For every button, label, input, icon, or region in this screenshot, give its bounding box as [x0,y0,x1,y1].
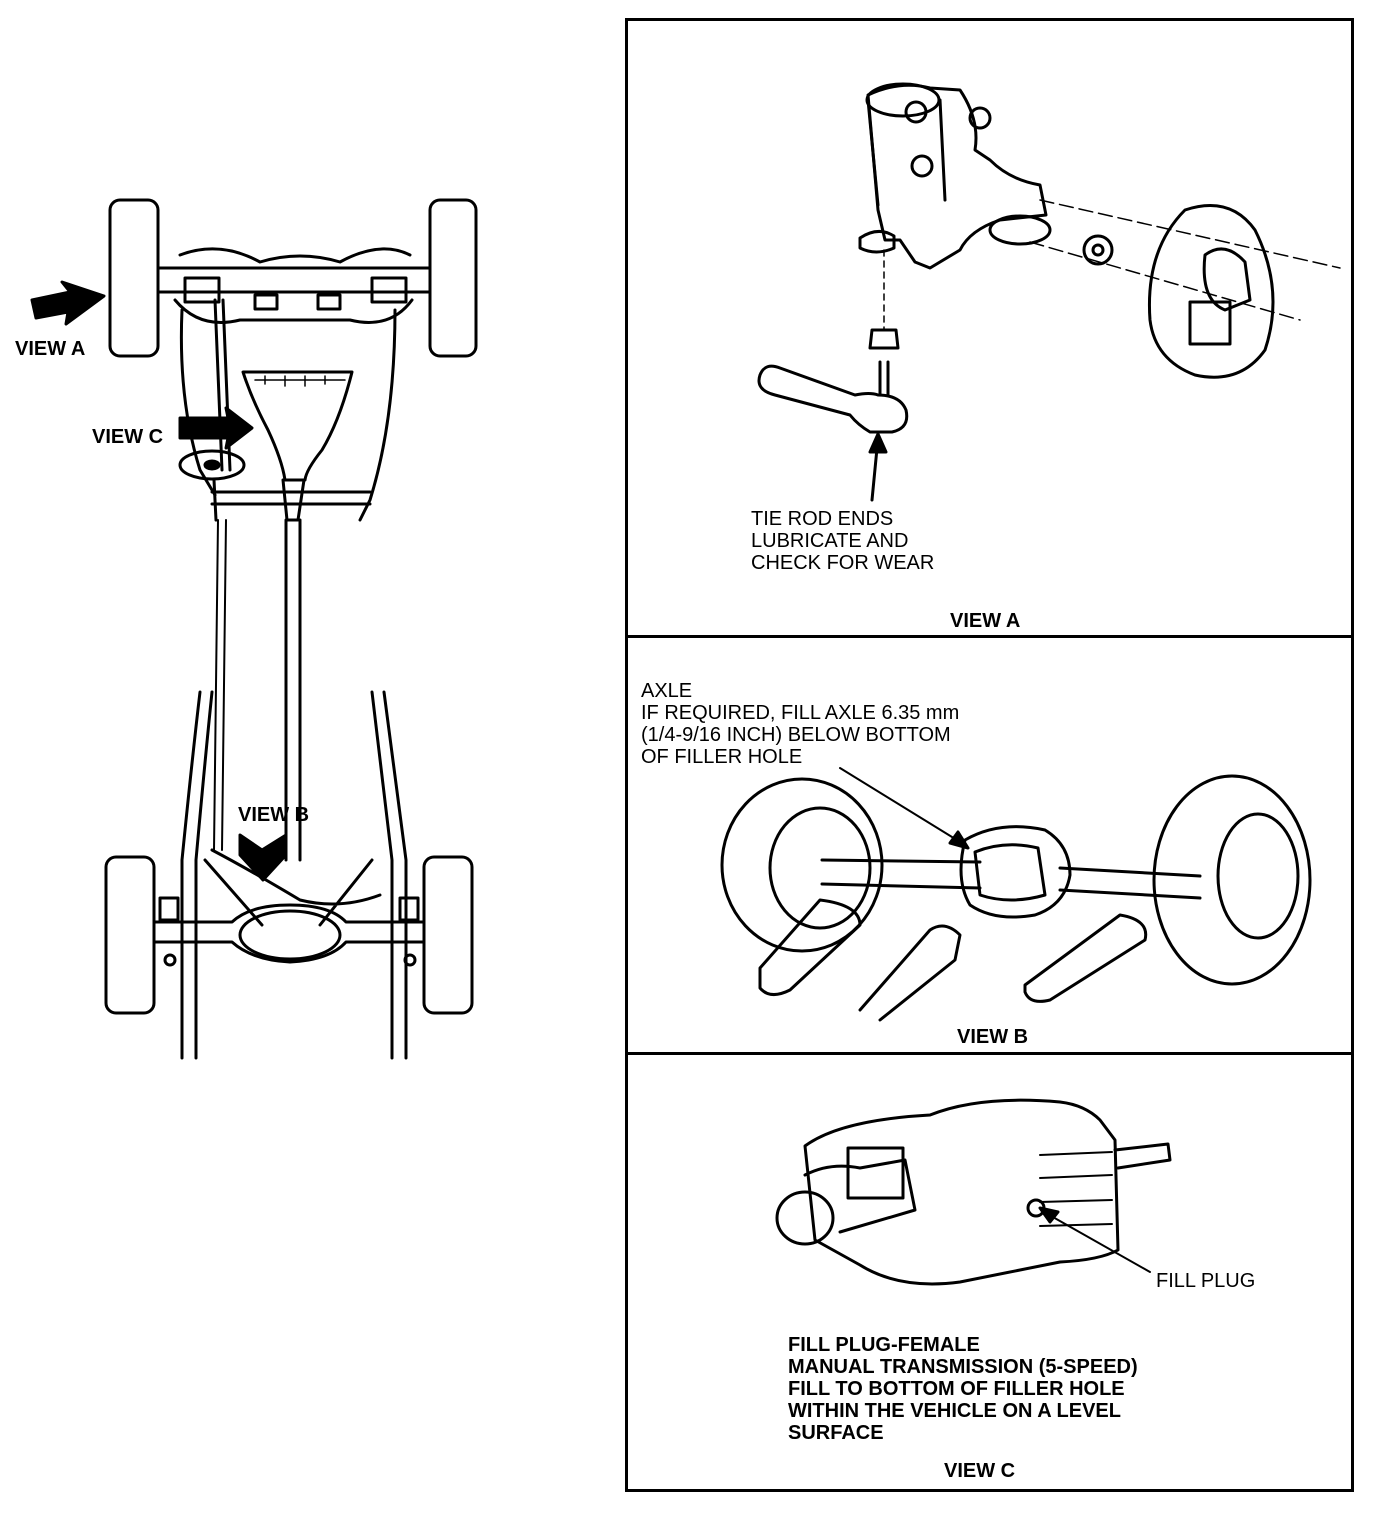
front-pad-left [253,293,279,311]
panel-b-illustration [720,767,1312,1022]
assembly-centerline [1029,199,1341,321]
axle-tube [820,858,1202,900]
panel-c-note-line: MANUAL TRANSMISSION (5-SPEED) [788,1356,1138,1378]
front-suspension [173,247,414,324]
panel-a-caption: VIEW A [950,610,1021,632]
leader-line-axle [839,767,966,846]
rear-bolt-left [163,953,177,967]
tie-rod-stud [878,360,890,397]
leader-head-fill-plug [1038,1206,1060,1224]
rear-axle-housing [152,903,426,964]
transmission-tail [281,478,306,522]
case-ribs [1039,1151,1113,1227]
steering-wheel [178,449,246,481]
transmission-case [803,1098,1120,1286]
panel-c-note-line: SURFACE [788,1422,884,1444]
transmission-ticks [254,375,346,387]
panel-c-note-line: FILL PLUG-FEMALE [788,1334,980,1356]
rear-wheel-left-rim [768,806,872,930]
differential-housing [959,825,1072,919]
front-bracket-right [370,276,408,304]
mid-crossmember [210,490,372,506]
frame-member [858,924,962,1022]
knuckle-bolt-1 [904,100,928,124]
view-a-label: VIEW A [15,338,86,360]
panel-b-caption: VIEW B [957,1026,1029,1048]
washer-inner [1091,243,1105,257]
rear-springs [203,848,382,927]
panel-c-note-line: FILL TO BOTTOM OF FILLER HOLE [788,1378,1125,1400]
spindle [988,214,1052,246]
rear-bolt-right [403,953,417,967]
washer [1082,234,1114,266]
steering-shaft-lower [212,478,218,522]
kingpin-body [866,98,947,207]
panel-a-note-line: TIE ROD ENDS [751,508,894,530]
panel-c-note: FILL PLUG-FEMALE MANUAL TRANSMISSION (5-… [788,1334,1138,1444]
tie-rod-callout-head [868,432,888,454]
leader-line-fill-plug [1043,1211,1151,1273]
frame-rail-left-rear [180,690,214,1060]
panel-b-note: AXLE IF REQUIRED, FILL AXLE 6.35 mm (1/4… [641,680,959,768]
front-bracket-left [183,276,221,304]
panel-a-note-line: LUBRICATE AND [751,530,909,552]
tie-rod-nut [868,328,900,350]
panel-a-note-line: CHECK FOR WEAR [751,552,935,574]
view-b-label: VIEW B [238,804,310,826]
tie-rod-end [757,364,909,434]
panel-view-c [625,1052,1354,1492]
panel-view-a [625,18,1354,638]
rear-left-wheel [104,855,156,1015]
knuckle-hole [968,106,992,130]
dust-shield [1147,204,1275,379]
front-pad-right [316,293,342,311]
panel-b-note-line: AXLE [641,680,693,702]
driveshaft [284,518,302,862]
knuckle-arm-boss [858,230,896,254]
rear-wheel-left-tire [720,777,884,953]
output-shaft [1113,1142,1172,1170]
rear-bracket-left [158,896,180,922]
leader-head-axle [948,830,970,850]
panel-a-illustration [757,82,1341,502]
chassis-overview [30,198,478,1060]
rear-housing [803,1158,917,1234]
front-left-wheel [108,198,160,358]
transmission-bell [241,370,354,482]
brake-line [213,519,227,851]
case-label-plate [846,1146,905,1200]
panel-c-caption: VIEW C [944,1460,1016,1482]
panel-b-note-line: (1/4-9/16 INCH) BELOW BOTTOM [641,724,951,746]
caliper-bracket [1188,300,1232,346]
frame-rails-front [179,308,397,522]
view-b-arrow [238,833,288,882]
differential-cover [973,843,1047,902]
view-c-arrow [178,406,254,450]
trailing-arm-right [1023,913,1148,1003]
trailing-arm-left [758,898,862,996]
knuckle-bolt-2 [910,154,934,178]
front-axle-beam [156,266,432,294]
rear-bracket-right [398,896,420,922]
steering-wheel-hub [203,459,221,471]
panel-c-illustration [775,1098,1172,1286]
view-c-label: VIEW C [92,426,164,448]
panel-a-note: TIE ROD ENDS LUBRICATE AND CHECK FOR WEA… [751,508,934,574]
panel-c-note-line: WITHIN THE VEHICLE ON A LEVEL [788,1400,1121,1422]
panel-b-note-line: IF REQUIRED, FILL AXLE 6.35 mm [641,702,960,724]
rear-right-wheel [422,855,474,1015]
rear-wheel-right-rim [1216,812,1300,940]
input-shaft-bearing [775,1190,835,1246]
front-right-wheel [428,198,478,358]
frame-rail-right-rear [370,690,408,1060]
hub [1202,247,1252,312]
view-a-arrow [30,280,106,326]
fill-plug-callout: FILL PLUG [1156,1270,1256,1292]
differential [238,909,342,961]
panel-b-note-line: OF FILLER HOLE [641,746,803,768]
rear-wheel-right-tire [1152,774,1312,986]
